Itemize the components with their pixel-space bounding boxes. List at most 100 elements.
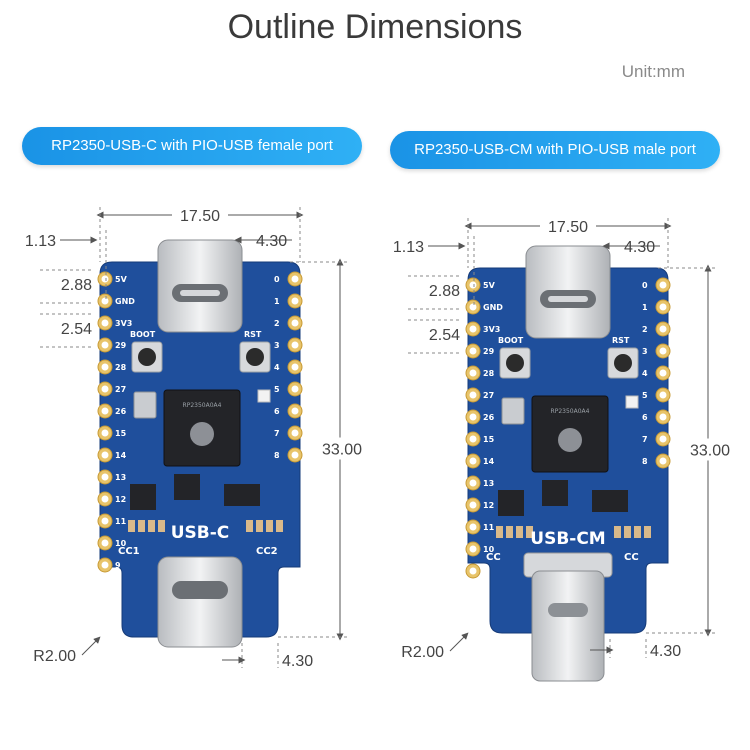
pin-label: 4: [274, 363, 280, 372]
pin-hole: [291, 319, 299, 327]
pin-hole: [469, 413, 477, 421]
resistor: [266, 520, 273, 532]
resistor: [526, 526, 533, 538]
resistor: [516, 526, 523, 538]
usb-c-top-tongue: [180, 290, 220, 296]
led: [257, 389, 271, 403]
resistor: [506, 526, 513, 538]
resistor: [644, 526, 651, 538]
dim-radius: R2.00: [33, 648, 76, 665]
pin-label: 29: [483, 347, 495, 356]
pin-label: 6: [642, 413, 648, 422]
crystal: [133, 391, 157, 419]
pin-label: 14: [115, 451, 127, 460]
pin-label: 5V: [483, 281, 496, 290]
pin-label: 9: [115, 561, 121, 570]
pin-hole: [659, 303, 667, 311]
dim-radius-line: [81, 636, 101, 656]
chip-marking: RP2350A0A4: [551, 408, 590, 415]
pin-hole: [659, 391, 667, 399]
crystal: [501, 397, 525, 425]
pin-label: 5: [642, 391, 648, 400]
pin-hole: [291, 429, 299, 437]
pin-hole: [101, 561, 109, 569]
pin-hole: [101, 275, 109, 283]
pin-hole: [101, 341, 109, 349]
pin-hole: [101, 407, 109, 415]
pin-hole: [469, 325, 477, 333]
dim-pitch-b: 2.54: [61, 321, 92, 338]
dim-height: 33.00: [690, 443, 730, 460]
pin-hole: [291, 297, 299, 305]
pin-label: 28: [115, 363, 127, 372]
pin-label: 12: [483, 501, 494, 510]
pin-label: 0: [642, 281, 648, 290]
pin-hole: [659, 369, 667, 377]
pin-hole: [469, 303, 477, 311]
dim-usb-bottom: 4.30: [282, 653, 313, 670]
unit-label: Unit:mm: [621, 62, 685, 81]
pin-label: 26: [115, 407, 127, 416]
pin-hole: [659, 435, 667, 443]
pin-hole: [659, 347, 667, 355]
resistor: [496, 526, 503, 538]
dim-label-bg: [686, 438, 734, 461]
flash-chip: [224, 484, 260, 506]
pin-label: GND: [115, 297, 135, 306]
pin-hole: [659, 325, 667, 333]
usb-c-top-tongue: [548, 296, 588, 302]
usb-c-bottom-connector: [157, 556, 243, 648]
dim-offset: 1.13: [393, 239, 424, 256]
pin-hole: [101, 539, 109, 547]
button-cap: [138, 348, 156, 366]
pin-label: 10: [115, 539, 127, 548]
pin-hole: [101, 297, 109, 305]
pin-label: 2: [274, 319, 280, 328]
led: [625, 395, 639, 409]
resistor: [148, 520, 155, 532]
dim-radius-line: [449, 632, 469, 652]
pin-hole: [101, 451, 109, 459]
cc-right-label: CC: [624, 552, 639, 563]
small-chip: [542, 480, 568, 506]
raspberry-logo: [190, 422, 214, 446]
pin-hole: [101, 429, 109, 437]
pin-hole: [291, 385, 299, 393]
pin-hole: [469, 545, 477, 553]
pin-hole: [101, 473, 109, 481]
pin-label: 7: [274, 429, 280, 438]
usb-c-male-plug: [531, 570, 605, 682]
pin-label: 15: [115, 429, 127, 438]
pin-label: 11: [115, 517, 127, 526]
pin-hole: [469, 567, 477, 575]
pin-label: 0: [274, 275, 280, 284]
pin-label: 15: [483, 435, 495, 444]
resistor: [158, 520, 165, 532]
pin-hole: [469, 369, 477, 377]
pin-hole: [101, 363, 109, 371]
raspberry-logo: [558, 428, 582, 452]
pin-label: 1: [274, 297, 280, 306]
pin-label: 5V: [115, 275, 128, 284]
pin-hole: [101, 385, 109, 393]
button-label: BOOT: [498, 336, 524, 345]
pin-label: 14: [483, 457, 495, 466]
silk-label: USB-C: [171, 523, 230, 543]
button-label: BOOT: [130, 330, 156, 339]
pin-hole: [469, 281, 477, 289]
pin-label: 13: [115, 473, 126, 482]
dim-offset: 1.13: [25, 233, 56, 250]
board-female: 5VGND3V3292827261514131211109012345678BO…: [25, 204, 366, 670]
board-label-male: RP2350-USB-CM with PIO-USB male port: [390, 131, 720, 169]
pin-hole: [291, 275, 299, 283]
pin-label: 1: [642, 303, 648, 312]
button-label: RST: [612, 336, 630, 345]
dim-radius: R2.00: [401, 644, 444, 661]
pin-label: 3: [642, 347, 648, 356]
pin-label: 9: [483, 567, 489, 576]
pin-hole: [469, 479, 477, 487]
pin-hole: [291, 363, 299, 371]
dim-usb-top: 4.30: [624, 239, 655, 256]
dim-label-bg: [172, 204, 228, 224]
pin-label: 4: [642, 369, 648, 378]
